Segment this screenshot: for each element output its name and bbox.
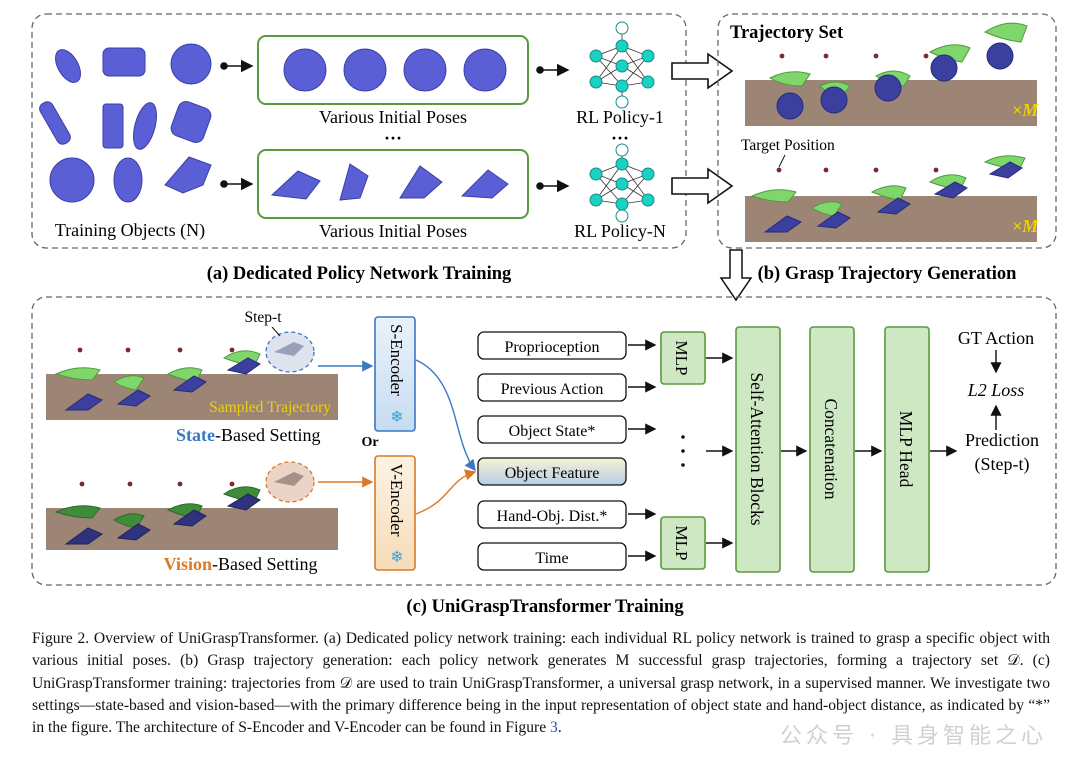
panel-a: Training Objects (N) Various Initial Pos… bbox=[31, 13, 687, 284]
caption-end: . bbox=[557, 719, 562, 737]
s-encoder-label: S-Encoder bbox=[387, 324, 406, 396]
target-position-label: Target Position bbox=[741, 137, 835, 154]
prediction-label: Prediction bbox=[965, 430, 1039, 450]
figure-caption: Figure 2. Overview of UniGraspTransforme… bbox=[32, 628, 1050, 739]
poses-box-bottom bbox=[257, 149, 529, 219]
object-top-icon bbox=[776, 42, 1014, 120]
state-setting-bold: State bbox=[176, 425, 215, 445]
neural-net-icon-top bbox=[589, 21, 655, 109]
input-time: Time bbox=[535, 550, 568, 567]
l2-loss-label: L2 Loss bbox=[967, 380, 1025, 400]
or-label: Or bbox=[361, 435, 378, 450]
concatenation-label: Concatenation bbox=[821, 398, 841, 499]
panel-b-caption: (b) Grasp Trajectory Generation bbox=[758, 264, 1017, 284]
snowflake-icon: ❄ bbox=[390, 547, 403, 566]
prediction-step-label: (Step-t) bbox=[975, 454, 1030, 475]
dots-policy: ··· bbox=[611, 128, 629, 148]
mlp-bottom-box: MLP bbox=[660, 516, 706, 570]
v-encoder-box: V-Encoder ❄ bbox=[374, 455, 416, 571]
gt-action-label: GT Action bbox=[958, 328, 1034, 348]
v-encoder-to-feature-arrow bbox=[415, 469, 477, 515]
state-hand-icon bbox=[54, 350, 261, 391]
v-encoder-label: V-Encoder bbox=[387, 463, 406, 536]
watermark: 公众号 · 具身智能之心 bbox=[780, 724, 1047, 749]
s-encoder-to-feature-arrow bbox=[415, 359, 476, 472]
panel-b-border bbox=[717, 13, 1057, 249]
mlp-head-label: MLP Head bbox=[896, 411, 916, 488]
multiplier-top: ×M bbox=[1012, 100, 1039, 120]
vertical-dots bbox=[681, 435, 685, 467]
poses-label-top: Various Initial Poses bbox=[319, 107, 467, 127]
input-object-state: Object State* bbox=[509, 423, 596, 440]
pose-objects-top-icon bbox=[283, 48, 507, 92]
panel-b: Trajectory Set ×M Target Position bbox=[717, 13, 1057, 284]
self-attention-block: Self-Attention Blocks bbox=[735, 326, 781, 573]
input-boxes: Proprioception Previous Action Object St… bbox=[477, 331, 627, 571]
panel-c-caption: (c) UniGraspTransformer Training bbox=[406, 597, 684, 617]
target-pointer bbox=[778, 154, 786, 168]
pose-objects-bottom-icon bbox=[270, 163, 509, 201]
sampled-trajectory-label: Sampled Trajectory bbox=[209, 399, 331, 416]
training-objects-icon bbox=[39, 43, 212, 203]
mlp-head-block: MLP Head bbox=[884, 326, 930, 573]
policy-bottom-label: RL Policy-N bbox=[574, 221, 666, 241]
dots-middle: ··· bbox=[384, 128, 402, 148]
poses-label-bottom: Various Initial Poses bbox=[319, 221, 467, 241]
multiplier-bottom: ×M bbox=[1012, 216, 1039, 236]
s-encoder-box: S-Encoder ❄ bbox=[374, 316, 416, 432]
mlp-top-label: MLP bbox=[672, 341, 691, 376]
panel-a-caption: (a) Dedicated Policy Network Training bbox=[207, 264, 512, 284]
input-hand-obj-dist: Hand-Obj. Dist.* bbox=[497, 508, 608, 525]
vision-setting-bold: Vision bbox=[164, 554, 212, 574]
panel-a-border bbox=[31, 13, 687, 249]
mlp-top-box: MLP bbox=[660, 331, 706, 385]
caption-text: Figure 2. Overview of UniGraspTransforme… bbox=[32, 630, 1050, 737]
self-attention-label: Self-Attention Blocks bbox=[747, 372, 767, 525]
hollow-arrow-b-to-c bbox=[719, 249, 753, 302]
vision-object-icon bbox=[64, 493, 261, 545]
training-objects-label: Training Objects (N) bbox=[55, 220, 205, 241]
input-object-feature: Object Feature bbox=[505, 465, 600, 482]
poses-box-top bbox=[257, 35, 529, 105]
input-proprioception: Proprioception bbox=[504, 339, 599, 356]
state-setting-rest: -Based Setting bbox=[215, 425, 321, 445]
hand-bottom-icon bbox=[750, 155, 1026, 217]
panel-c: Sampled Trajectory Step-t State -Based S… bbox=[31, 296, 1057, 617]
input-previous-action: Previous Action bbox=[501, 381, 604, 398]
caption-figure-ref[interactable]: 3 bbox=[550, 719, 558, 737]
policy-top-label: RL Policy-1 bbox=[576, 107, 664, 127]
snowflake-icon: ❄ bbox=[390, 407, 403, 426]
trajectory-set-title: Trajectory Set bbox=[730, 23, 844, 43]
hollow-arrows-a-to-b bbox=[671, 52, 734, 205]
vision-setting-rest: -Based Setting bbox=[212, 554, 318, 574]
state-object-icon bbox=[64, 357, 261, 411]
concatenation-block: Concatenation bbox=[809, 326, 855, 573]
neural-net-icon-bottom bbox=[589, 143, 655, 223]
object-bottom-icon bbox=[763, 161, 1023, 233]
mlp-bottom-label: MLP bbox=[672, 526, 691, 561]
step-label: Step-t bbox=[244, 309, 282, 326]
